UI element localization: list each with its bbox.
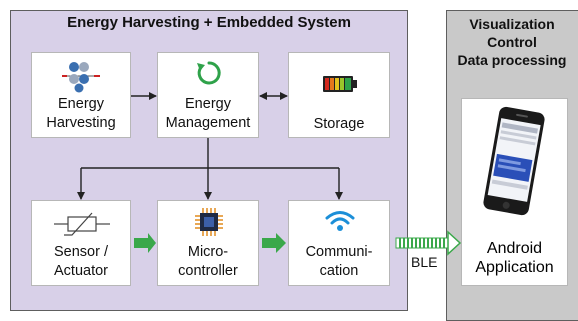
micro-to-communication-data-arrow	[262, 233, 286, 253]
microcontroller-label-line-1: Micro-	[187, 244, 229, 260]
visualization-title: Visualization Control Data processing	[446, 15, 578, 69]
recycle-icon	[197, 61, 221, 85]
microcontroller-block: Micro- controller	[157, 200, 259, 286]
ble-label: BLE	[411, 254, 438, 270]
energy-management-label-line-1: Energy	[185, 96, 231, 112]
visualization-title-line-1: Visualization	[469, 16, 555, 32]
communication-block: Communi- cation	[288, 200, 390, 286]
smartphone-icon	[483, 106, 545, 216]
energy-harvesting-block: Energy Harvesting	[31, 52, 131, 138]
android-application-label-line-1: Android	[486, 240, 543, 257]
visualization-title-line-3: Data processing	[457, 52, 567, 68]
embedded-system-title: Energy Harvesting + Embedded System	[67, 14, 351, 31]
storage-block: Storage	[288, 52, 390, 138]
visualization-title-line-2: Control	[487, 34, 537, 50]
energy-harvesting-label-line-2: Harvesting	[46, 115, 116, 131]
chip-icon	[195, 208, 223, 236]
communication-label-line-1: Communi-	[305, 244, 373, 260]
battery-icon	[323, 76, 357, 92]
sensor-symbol-icon	[54, 212, 110, 236]
energy-harvester-icon	[62, 62, 100, 93]
ble-link-arrow	[395, 230, 462, 256]
android-application-block: Android Application	[461, 98, 568, 286]
energy-management-block: Energy Management	[157, 52, 259, 138]
sensor-to-micro-data-arrow	[134, 233, 156, 253]
sensor-actuator-label-line-1: Sensor /	[54, 244, 108, 260]
sensor-actuator-block: Sensor / Actuator	[31, 200, 131, 286]
power-distribution-lines	[77, 138, 343, 200]
microcontroller-label-line-2: controller	[178, 263, 238, 279]
sensor-actuator-label-line-2: Actuator	[54, 263, 108, 279]
energy-management-label-line-2: Management	[165, 115, 251, 131]
storage-label: Storage	[313, 116, 365, 132]
android-application-label-line-2: Application	[475, 259, 554, 276]
energy-harvesting-label-line-1: Energy	[58, 96, 104, 112]
wifi-icon	[325, 211, 355, 231]
communication-label-line-2: cation	[319, 263, 359, 279]
